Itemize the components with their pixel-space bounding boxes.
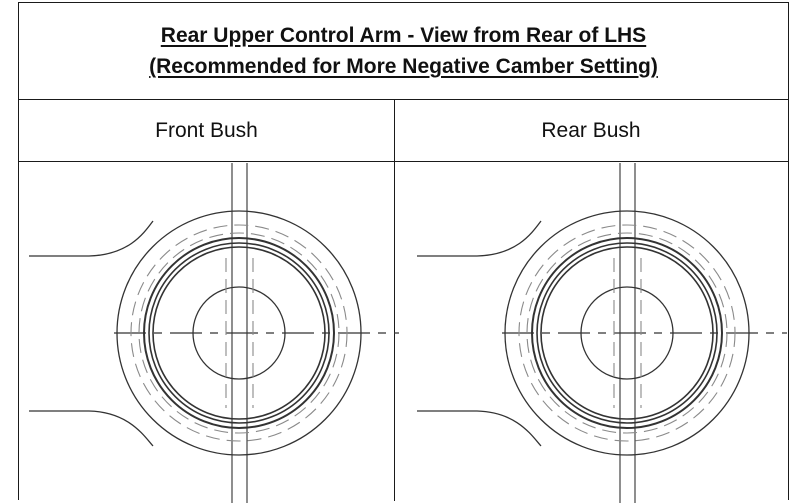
- dashed-circle-outer: [130, 224, 348, 442]
- title-line-2: (Recommended for More Negative Camber Se…: [149, 55, 658, 78]
- column-header-row: Front Bush Rear Bush: [19, 100, 788, 162]
- title-line-1: Rear Upper Control Arm - View from Rear …: [160, 24, 647, 47]
- title-cell: Rear Upper Control Arm - View from Rear …: [19, 3, 788, 100]
- column-divider: [394, 100, 395, 501]
- dashed-circle-inner: [138, 232, 340, 434]
- diagram-table: Rear Upper Control Arm - View from Rear …: [18, 2, 789, 503]
- arm-lower-edge: [29, 410, 154, 447]
- arm-upper-edge: [417, 220, 542, 257]
- dashed-circle-outer: [518, 224, 736, 442]
- arm-lower-edge: [417, 410, 542, 447]
- column-header-front-bush: Front Bush: [155, 118, 258, 142]
- rear-bush-drawing: [417, 163, 787, 503]
- dashed-circle-inner: [526, 232, 728, 434]
- front-bush-drawing: [29, 163, 399, 503]
- column-header-rear-bush: Rear Bush: [541, 118, 641, 142]
- arm-upper-edge: [29, 220, 154, 257]
